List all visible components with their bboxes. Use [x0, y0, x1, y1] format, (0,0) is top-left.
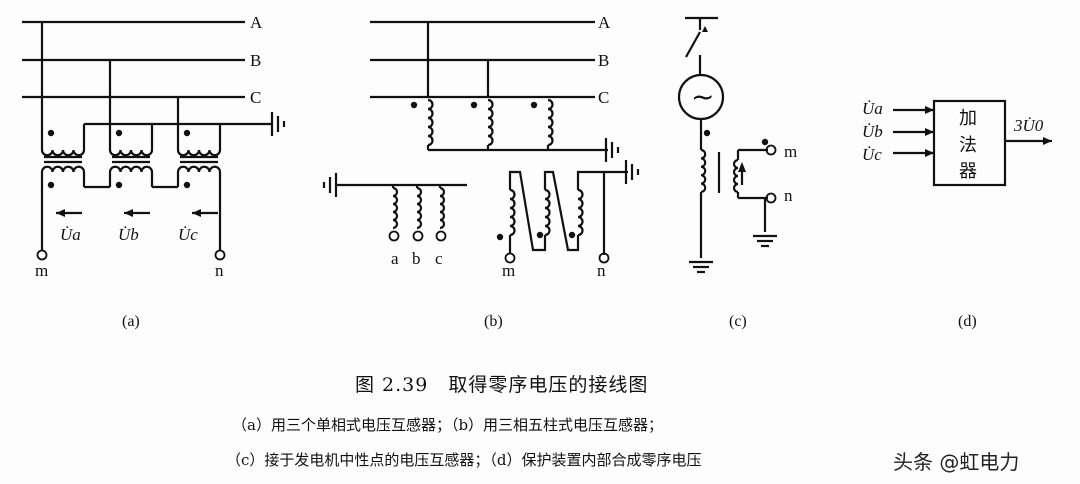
arrow-icon: [925, 106, 934, 114]
arrow-icon: [124, 209, 133, 217]
winding-icon: [108, 149, 154, 157]
arrow-icon: [192, 209, 201, 217]
arrow-icon: [56, 209, 65, 217]
winding-icon: [577, 188, 584, 237]
arrow-icon: [1043, 137, 1052, 145]
polarity-dot: [568, 231, 576, 239]
winding-icon: [547, 98, 554, 147]
polarity-dot: [183, 129, 191, 137]
panel-d: U̇a U̇b U̇c 加 法 器 3U̇0 (d): [862, 99, 1044, 330]
terminal-m: m: [784, 142, 797, 161]
terminal-icon: [765, 144, 777, 156]
adder-char-1: 加: [959, 108, 977, 129]
adder-char-2: 法: [959, 135, 977, 156]
polarity-dot: [115, 129, 123, 137]
terminal-icon: [214, 249, 226, 261]
wire: [543, 170, 580, 252]
polarity-dot: [470, 101, 478, 109]
winding-icon: [40, 149, 86, 157]
winding-icon: [427, 98, 434, 147]
switch-contact: [702, 26, 708, 32]
polarity-dot: [115, 181, 123, 189]
winding-icon: [176, 149, 222, 157]
polarity-dot: [761, 138, 769, 146]
panel-d-caption: (d): [958, 313, 977, 330]
panel-a: A B C U̇a U̇b U̇c m n (a): [35, 13, 263, 330]
panel-c-caption: (c): [729, 313, 747, 330]
panel-a-caption: (a): [122, 313, 140, 330]
adder-char-3: 器: [959, 161, 977, 182]
winding-icon: [108, 165, 154, 173]
bus-label-b: B: [598, 51, 609, 70]
arrow-icon: [925, 149, 934, 157]
polarity-dot: [410, 101, 418, 109]
winding-icon: [176, 165, 222, 173]
caption-line-1: （a）用三个单相式电压互感器；（b）用三相五柱式电压互感器；: [232, 416, 664, 434]
terminal-icon: [36, 249, 48, 261]
polarity-dot: [47, 129, 55, 137]
bus-label-a: A: [250, 13, 263, 32]
winding-icon: [416, 186, 423, 230]
input-ua: U̇a: [862, 99, 883, 118]
bus-label-b: B: [250, 51, 261, 70]
polarity-dot: [183, 181, 191, 189]
voltage-ua: U̇a: [60, 225, 81, 244]
panel-b-caption: (b): [484, 313, 503, 330]
voltage-uc: U̇c: [178, 225, 198, 244]
input-ub: U̇b: [862, 122, 883, 141]
winding-icon: [544, 188, 551, 237]
winding-icon: [439, 186, 446, 230]
terminal-icon: [598, 252, 610, 264]
generator-symbol: ~: [691, 80, 714, 113]
output-c: c: [435, 249, 443, 268]
terminal-icon: [435, 230, 447, 242]
polarity-dot: [530, 101, 538, 109]
bus-label-c: C: [598, 88, 609, 107]
wire: [576, 170, 628, 190]
terminal-m: m: [502, 261, 515, 280]
polarity-dot: [703, 129, 711, 137]
terminal-m: m: [35, 261, 48, 280]
polarity-dot: [496, 233, 504, 241]
winding-icon: [732, 158, 739, 194]
winding-icon: [509, 188, 516, 237]
voltage-ub: U̇b: [118, 225, 139, 244]
terminal-icon: [412, 230, 424, 242]
terminal-n: n: [597, 261, 606, 280]
switch-blade: [685, 31, 701, 58]
terminal-icon: [388, 230, 400, 242]
figure-title: 图 2.39 取得零序电压的接线图: [355, 374, 649, 396]
panel-c: ~ m n (c): [691, 80, 797, 330]
bus-label-a: A: [598, 13, 611, 32]
terminal-n: n: [784, 186, 793, 205]
output-3u0: 3U̇0: [1013, 116, 1044, 135]
output-a: a: [391, 249, 399, 268]
winding-icon: [392, 186, 399, 230]
input-uc: U̇c: [862, 145, 882, 164]
winding-icon: [700, 148, 707, 194]
polarity-dot: [536, 231, 544, 239]
winding-icon: [487, 98, 494, 147]
wire: [508, 170, 547, 252]
terminal-n: n: [215, 261, 224, 280]
terminal-icon: [765, 192, 777, 204]
arrow-icon: [925, 128, 934, 136]
output-b: b: [412, 249, 421, 268]
arrow-icon: [738, 162, 746, 172]
winding-icon: [40, 165, 86, 173]
polarity-dot: [47, 181, 55, 189]
bus-label-c: C: [250, 88, 261, 107]
adder-block: [932, 99, 1007, 187]
watermark: 头条 @虹电力: [893, 450, 1020, 474]
circuit-wiring: [22, 16, 1052, 274]
caption-line-2: （c）接于发电机中性点的电压互感器；（d）保护装置内部合成零序电压: [226, 451, 702, 469]
panel-b: A B C a b c m n (b): [391, 13, 611, 330]
terminal-icon: [504, 252, 516, 264]
